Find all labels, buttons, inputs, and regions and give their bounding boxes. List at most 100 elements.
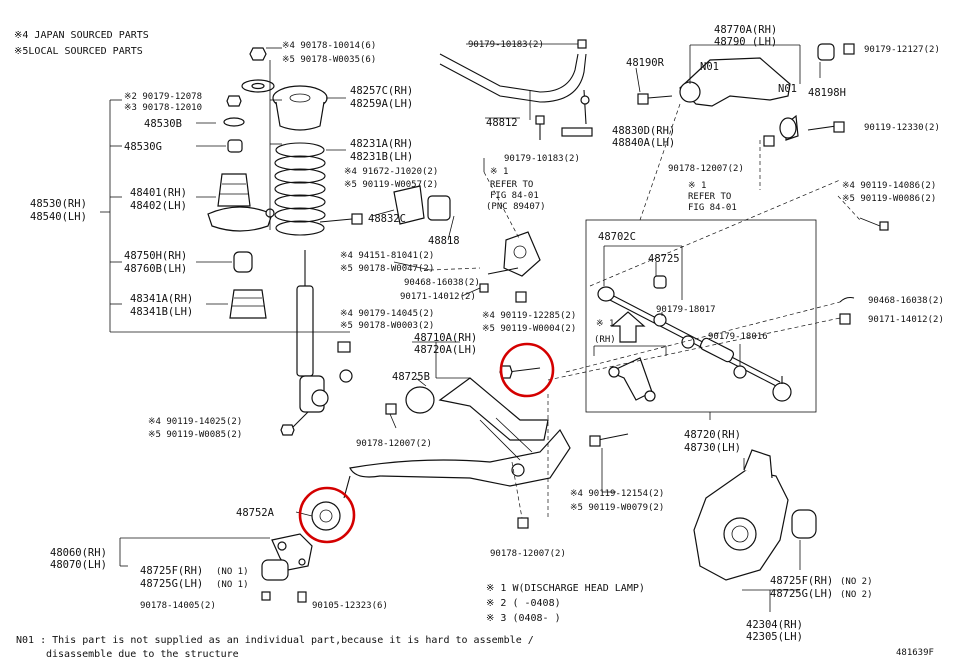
legend-line-2: ※ 2 ( -0408) xyxy=(486,598,561,609)
label-d11: 90171-14012(2) xyxy=(400,292,476,302)
label-c5: ※4 90179-14045(2) xyxy=(340,309,434,319)
label-a2: ※5 90178-W0035(6) xyxy=(282,55,376,65)
label-g5: ※4 90119-12154(2) xyxy=(570,489,664,499)
label-f6: (RH) xyxy=(594,335,616,345)
highlight-circle-bolt xyxy=(499,342,555,398)
label-b2: ※3 90178-12010 xyxy=(124,103,202,113)
label-d13: ※5 90119-W0004(2) xyxy=(482,324,576,334)
upper-arm xyxy=(637,43,855,147)
note-n01-line2: disassemble due to the structure xyxy=(46,649,239,660)
label-b7: 48401(RH) xyxy=(130,187,187,199)
stabilizer-bar xyxy=(319,39,593,303)
label-i1: 48725F(RH) xyxy=(770,575,833,587)
knuckle-labels: 48725F(RH) 48725G(LH) (NO 2) (NO 2) 4230… xyxy=(746,575,873,643)
label-b8: 48402(LH) xyxy=(130,200,187,212)
legend-line-3: ※ 3 (0408- ) xyxy=(486,613,561,624)
label-d10: 90468-16038(2) xyxy=(404,278,480,288)
label-c6: ※5 90178-W0003(2) xyxy=(340,321,434,331)
label-g4: 90178-12007(2) xyxy=(356,439,432,449)
label-e8: 90119-12330(2) xyxy=(864,123,940,133)
label-e11: REFER TO xyxy=(688,192,731,202)
label-e5: N01 xyxy=(778,83,797,95)
label-b9: 48750H(RH) xyxy=(124,250,187,262)
label-i5: 42304(RH) xyxy=(746,619,803,631)
label-c7: ※4 90119-14025(2) xyxy=(148,417,242,427)
figure-code: 481639F xyxy=(896,648,934,658)
left-bracket-lines xyxy=(100,47,350,333)
lower-arm-labels: 48710A(RH) 48720A(LH) 48725B 90178-12007… xyxy=(356,332,664,559)
label-f9: 48720(RH) xyxy=(684,429,741,441)
lower-arm xyxy=(343,365,629,529)
label-i2: 48725G(LH) xyxy=(770,588,833,600)
label-f8: 90171-14012(2) xyxy=(868,315,944,325)
label-d4: 48830D(RH) xyxy=(612,125,675,137)
label-c1: 48832C xyxy=(368,213,406,225)
label-e2: 48790 (LH) xyxy=(714,36,777,48)
label-a7: ※4 91672-J1020(2) xyxy=(344,167,438,177)
center-labels: 90179-10183(2) 48812 90179-10183(2) 4883… xyxy=(148,40,675,440)
label-f7: 90468-16038(2) xyxy=(868,296,944,306)
steering-knuckle xyxy=(693,449,817,612)
label-d12: ※4 90119-12285(2) xyxy=(482,311,576,321)
label-c2: 48818 xyxy=(428,235,460,247)
label-f2: 48725 xyxy=(648,253,680,265)
label-b12: 48341B(LH) xyxy=(130,306,193,318)
center-bracket-lines xyxy=(371,43,578,297)
label-g6: ※5 90119-W0079(2) xyxy=(570,503,664,513)
label-i4: (NO 2) xyxy=(840,590,873,600)
label-i3: (NO 2) xyxy=(840,577,873,587)
label-h4: 48725F(RH) xyxy=(140,565,203,577)
note-n01-line1: N01 : This part is not supplied as an in… xyxy=(16,635,534,646)
label-e4: N01 xyxy=(700,61,719,73)
label-h1: 48752A xyxy=(236,507,275,519)
label-b5: 48530(RH) xyxy=(30,198,87,210)
label-c3: ※4 94151-81041(2) xyxy=(340,251,434,261)
upper-right-labels: 48770A(RH) 48790 (LH) 48190R N01 N01 481… xyxy=(626,24,940,213)
label-b4: 48530G xyxy=(124,141,162,153)
label-a3: 48257C(RH) xyxy=(350,85,413,97)
strut-assembly xyxy=(207,47,353,436)
label-h8: 90178-14005(2) xyxy=(140,601,216,611)
label-f1: 48702C xyxy=(598,231,636,243)
label-f10: 48730(LH) xyxy=(684,442,741,454)
label-a1: ※4 90178-10014(6) xyxy=(282,41,376,51)
label-c8: ※5 90119-W0085(2) xyxy=(148,430,242,440)
label-e1: 48770A(RH) xyxy=(714,24,777,36)
label-d9: (PNC 89407) xyxy=(486,202,546,212)
label-e12: FIG 84-01 xyxy=(688,203,737,213)
label-h2: 48060(RH) xyxy=(50,547,107,559)
label-d2: 48812 xyxy=(486,117,518,129)
highlight-circle-bushing xyxy=(298,486,356,544)
label-d5: 48840A(LH) xyxy=(612,137,675,149)
label-a6: 48231B(LH) xyxy=(350,151,413,163)
label-b10: 48760B(LH) xyxy=(124,263,187,275)
label-e3: 48190R xyxy=(626,57,665,69)
strut-labels: ※4 90178-10014(6) ※5 90178-W0035(6) 4825… xyxy=(30,41,438,318)
lower-arm-lines xyxy=(389,341,616,520)
label-g1: 48710A(RH) xyxy=(414,332,477,344)
label-e13: ※4 90119-14086(2) xyxy=(842,181,936,191)
label-d7: REFER TO xyxy=(490,180,533,190)
label-e14: ※5 90119-W0086(2) xyxy=(842,194,936,204)
label-h6: (NO 1) xyxy=(216,567,249,577)
label-f3: 90179-18017 xyxy=(656,305,716,315)
lower-left-labels: 48752A 48060(RH) 48070(LH) 48725F(RH) 48… xyxy=(50,507,388,611)
box-labels: 48702C 48725 90179-18017 90179-18016 ※ 1… xyxy=(594,231,944,454)
label-c4: ※5 90178-W0047(2) xyxy=(340,264,434,274)
label-e9: 90178-12007(2) xyxy=(668,164,744,174)
label-b3: 48530B xyxy=(144,118,182,130)
label-e6: 48198H xyxy=(808,87,846,99)
label-g3: 48725B xyxy=(392,371,430,383)
label-a5: 48231A(RH) xyxy=(350,138,413,150)
note-local-sourced: ※5LOCAL SOURCED PARTS xyxy=(14,46,143,57)
label-g2: 48720A(LH) xyxy=(414,344,477,356)
label-f4: 90179-18016 xyxy=(708,332,768,342)
label-d8: FIG 84-01 xyxy=(490,191,539,201)
label-d1: 90179-10183(2) xyxy=(468,40,544,50)
control-link-box xyxy=(585,219,817,420)
label-h7: (NO 1) xyxy=(216,580,249,590)
label-d6: ※ 1 xyxy=(490,167,508,177)
label-i6: 42305(LH) xyxy=(746,631,803,643)
upper-right-lines xyxy=(635,44,889,231)
